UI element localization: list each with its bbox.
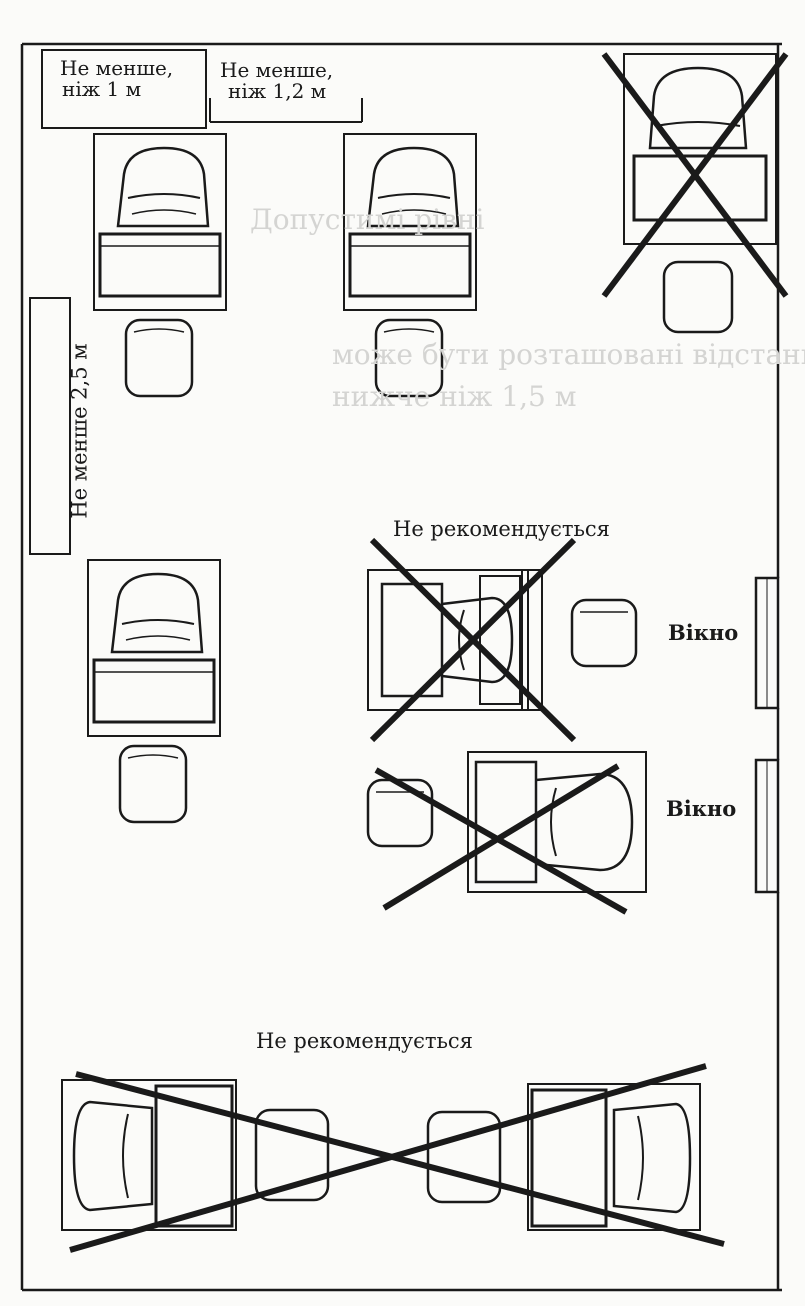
label-window-2: Вікно — [666, 796, 737, 821]
label-distance-1m: Не менше, ніж 1 м — [60, 58, 173, 100]
window-top — [754, 576, 780, 710]
label-distance-1-2m-line1: Не менше, — [220, 58, 334, 82]
cross-middle-right-1 — [369, 537, 577, 743]
ghost-text-line-2: може бути розташовані відстань — [332, 338, 805, 371]
label-window-1: Вікно — [668, 620, 739, 645]
label-distance-1-2m: Не менше, ніж 1,2 м — [214, 60, 333, 102]
workstation-top-left — [92, 132, 228, 398]
cross-bottom — [69, 1063, 725, 1253]
label-distance-1m-line2: ніж 1 м — [62, 77, 142, 101]
distance-frame-1m — [41, 49, 207, 129]
label-not-recommended-2: Не рекомендується — [256, 1029, 473, 1053]
workstation-middle-right-1 — [366, 568, 638, 712]
window-bottom — [754, 758, 780, 894]
workstation-bottom-right — [426, 1083, 701, 1231]
workstation-middle-left — [86, 558, 222, 824]
label-distance-1-2m-line2: ніж 1,2 м — [228, 79, 327, 103]
label-not-recommended-1: Не рекомендується — [393, 517, 610, 541]
ghost-text-line-3: нижче ніж 1,5 м — [332, 380, 577, 413]
cross-top-right — [601, 52, 789, 298]
label-distance-1m-line1: Не менше, — [60, 56, 174, 80]
cross-middle-right-2 — [374, 763, 628, 915]
label-distance-2-5m: Не менше 2,5 м — [67, 343, 92, 519]
ghost-text-line-1: Допустимі рівні — [250, 203, 485, 236]
workstation-bottom-left — [61, 1079, 330, 1231]
room-outline — [20, 42, 782, 1292]
distance-frame-1-2m — [209, 98, 363, 123]
distance-frame-2-5m — [29, 297, 71, 555]
